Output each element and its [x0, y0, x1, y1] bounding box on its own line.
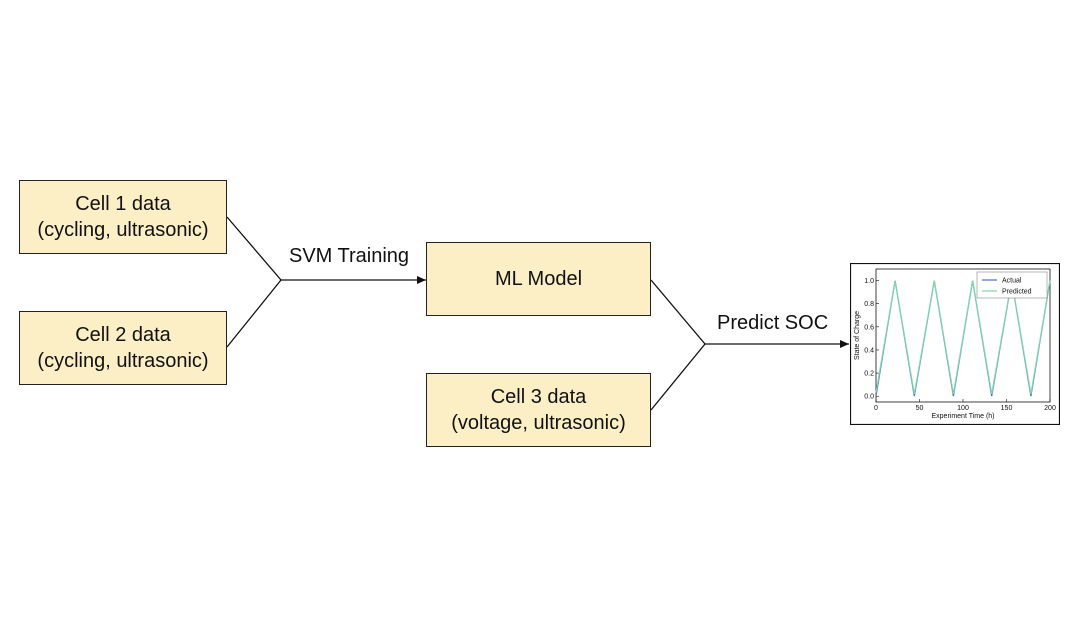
ml-model-title: ML Model — [494, 268, 583, 290]
y-axis-label: State of Charge — [854, 311, 861, 360]
cell3-to-merge-line — [650, 343, 706, 411]
cell1-title: Cell 1 data — [75, 193, 171, 215]
x-tick-label: 50 — [916, 405, 924, 412]
y-tick-label: 0.0 — [864, 394, 874, 401]
x-axis-label: Experiment Time (h) — [931, 413, 994, 420]
y-tick-label: 0.8 — [864, 301, 874, 308]
x-tick-label: 100 — [957, 405, 969, 412]
predict-soc-label: Predict SOC — [717, 312, 829, 334]
soc-chart: 0 50 100 150 200 0.0 0.2 0.4 0.6 0.8 1.0Experiment… — [850, 263, 1060, 425]
x-tick-label: 200 — [1044, 405, 1056, 412]
cell2-data-box: Cell 2 data (cycling, ultrasonic) — [19, 311, 227, 385]
cell3-data-box: Cell 3 data (voltage, ultrasonic) — [426, 373, 651, 447]
cell1-data-box: Cell 1 data (cycling, ultrasonic) — [19, 180, 227, 254]
legend-box — [976, 271, 1048, 299]
x-tick-label: 150 — [1001, 405, 1013, 412]
cell2-subtitle: (cycling, ultrasonic) — [37, 350, 209, 372]
cell2-title: Cell 2 data — [75, 324, 171, 346]
ml-model-box: ML Model — [426, 242, 651, 316]
y-tick-label: 0.6 — [864, 324, 874, 331]
cell2-to-merge-line — [226, 279, 282, 348]
y-tick-label: 0.2 — [864, 371, 874, 378]
cell1-to-merge-line — [226, 216, 282, 281]
cell3-title: Cell 3 data — [490, 386, 587, 408]
y-tick-label: 0.4 — [864, 347, 874, 354]
legend-label-predicted: Predicted — [1002, 289, 1032, 296]
cell3-subtitle: (voltage, ultrasonic) — [451, 412, 626, 434]
series-line-predicted — [875, 280, 1051, 395]
x-tick-label: 0 — [874, 405, 878, 412]
cell1-subtitle: (cycling, ultrasonic) — [37, 219, 209, 241]
model-to-merge-line — [650, 279, 706, 345]
svm-training-label: SVM Training — [289, 245, 410, 267]
y-tick-label: 1.0 — [864, 278, 874, 285]
legend-label-actual: Actual — [1002, 278, 1022, 285]
